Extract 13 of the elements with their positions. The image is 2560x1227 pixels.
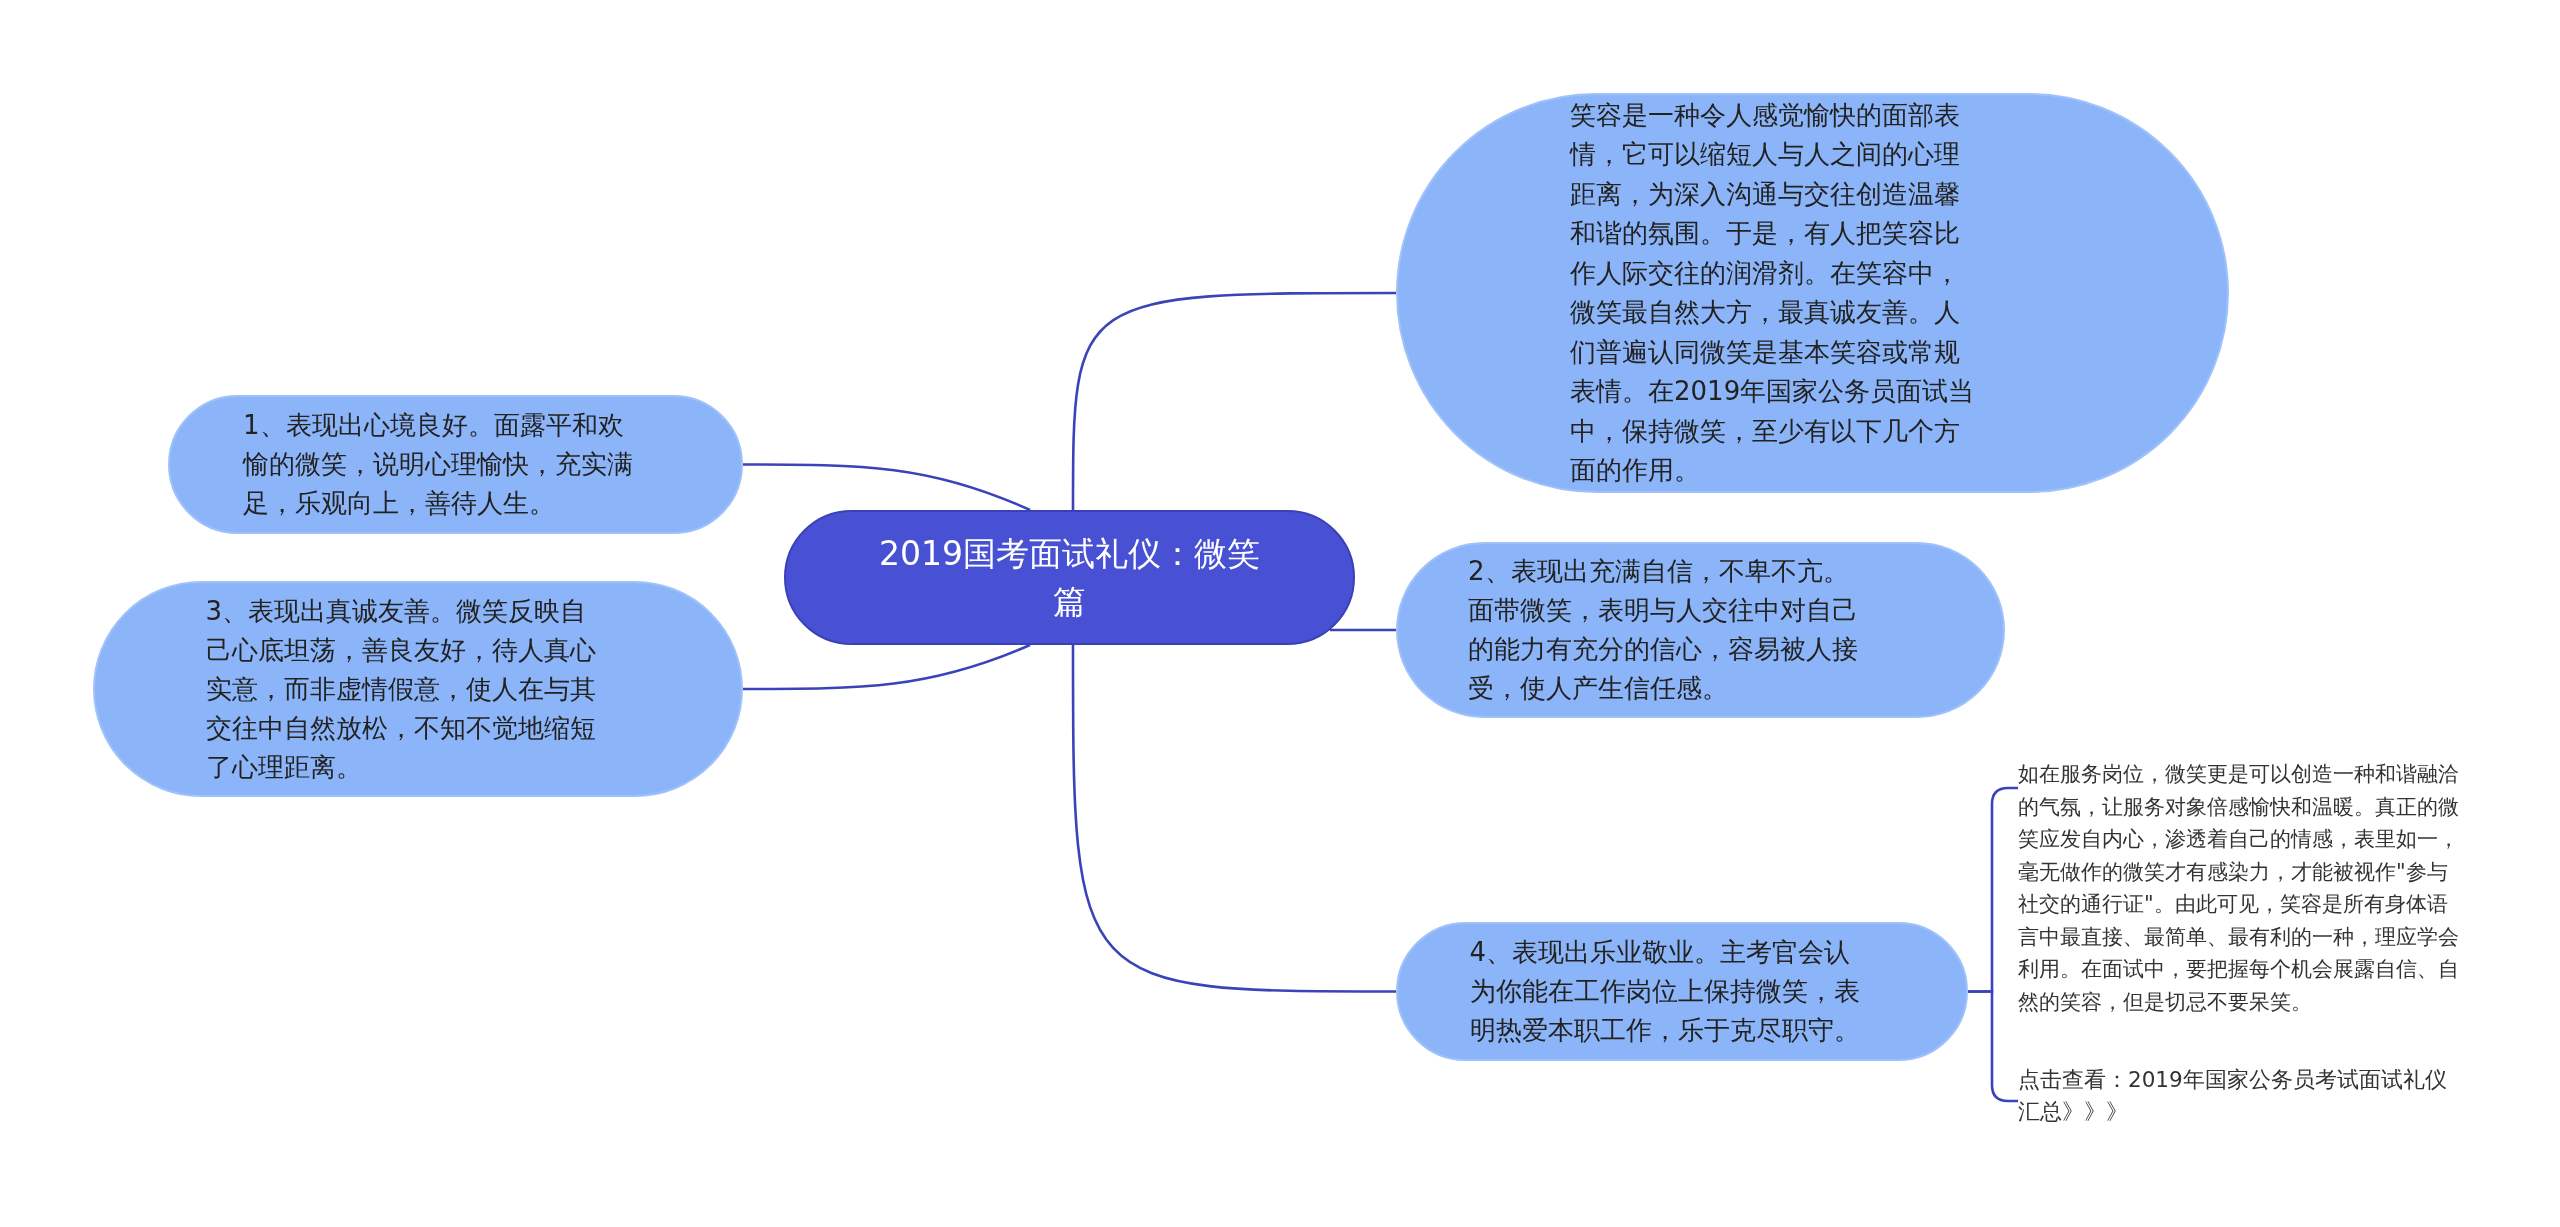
topic-pill: 笑容是一种令人感觉愉快的面部表情，它可以缩短人与人之间的心理距离，为深入沟通与交往创造温馨和谐的氛围。于是，有人把笑容比作人际交往的润滑剂。在笑容中，微笑最自然大方，最真诚友善。人们普遍认同微笑是基本笑容或常规表情。在2019年国家公务员面试当中，保持微笑，至少有以下几个方面的作用。 [1396,93,2229,493]
topic-pill: 4、表现出乐业敬业。主考官会认为你能在工作岗位上保持微笑，表明热爱本职工作，乐于克尽职守。 [1396,922,1968,1061]
topic-pill: 2、表现出充满自信，不卑不亢。面带微笑，表明与人交往中对自己的能力有充分的信心，容易被人接受，使人产生信任感。 [1396,542,2005,718]
note-text: 如在服务岗位，微笑更是可以创造一种和谐融洽的气氛，让服务对象倍感愉快和温暖。真正的微笑应发自内心，渗透着自己的情感，表里如一，毫无做作的微笑才有感染力，才能被视作"参与社交的通行证"。由此可见，笑容是所有身体语言中最直接、最简单、最有利的一种，理应学会利用。在面试中，要把握每个机会展露自信、自然的笑容，但是切忌不要呆笑。 [2018,761,2460,1016]
connector-line [743,643,1031,691]
connector-line [1330,628,1396,632]
topic-pill: 1、表现出心境良好。面露平和欢愉的微笑，说明心理愉快，充实满足，乐观向上，善待人生。 [168,395,743,534]
connector-line [1071,291,1396,510]
central-topic-pill: 2019国考面试礼仪：微笑篇 [784,510,1355,645]
topic-pill: 3、表现出真诚友善。微笑反映自己心底坦荡，善良友好，待人真心实意，而非虚情假意，使人在与其交往中自然放松，不知不觉地缩短了心理距离。 [93,581,743,797]
connector-line [743,463,1031,512]
connector-line [1071,645,1396,993]
link-text: 点击查看：2019年国家公务员考试面试礼仪汇总》》》 [2018,1065,2448,1126]
